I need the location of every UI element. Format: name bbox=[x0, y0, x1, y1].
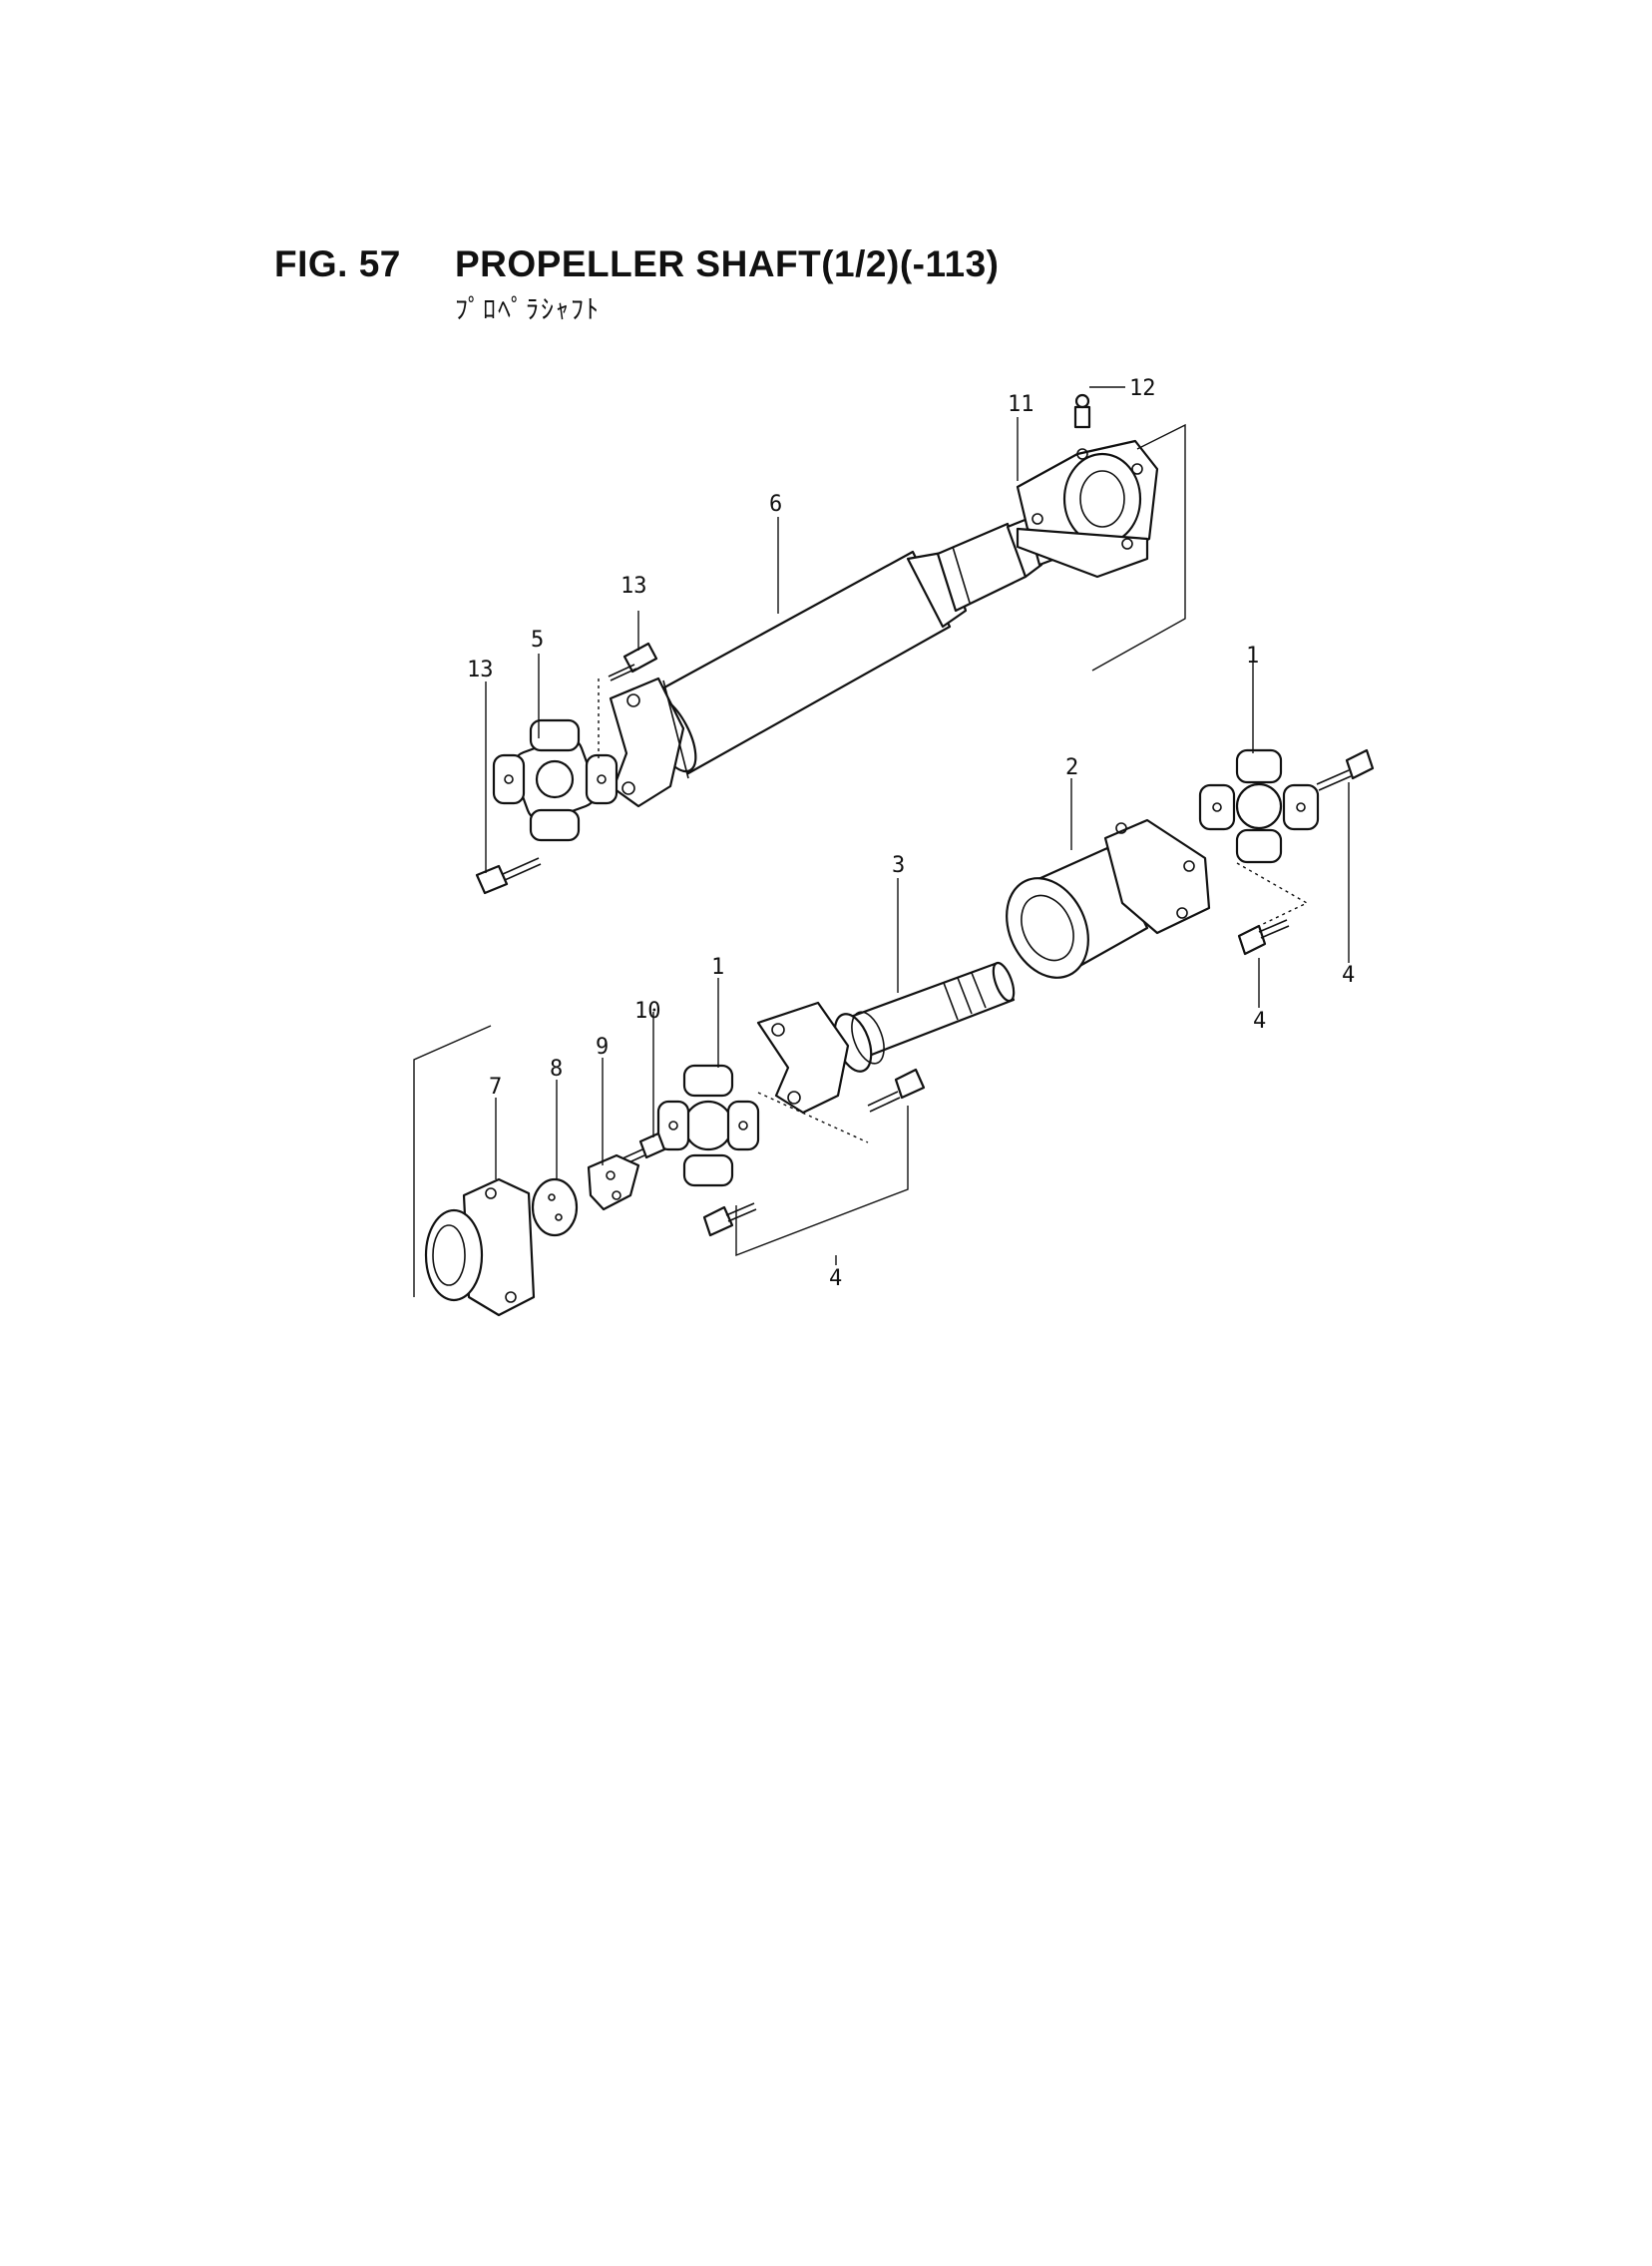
part-9-lock-plate bbox=[587, 1153, 640, 1211]
callout-9: 9 bbox=[596, 1035, 609, 1060]
callout-labels: 6 11 12 13 5 13 1 2 3 4 4 1 10 9 8 7 4 bbox=[467, 376, 1355, 1291]
part-5-universal-joint bbox=[492, 718, 619, 842]
part-13-bolt-left bbox=[475, 857, 542, 895]
callout-11: 11 bbox=[1008, 392, 1034, 417]
callout-12: 12 bbox=[1129, 376, 1156, 401]
bracket-upper-right bbox=[1091, 423, 1186, 672]
part-8-washer-plate bbox=[531, 1177, 579, 1237]
callout-6: 6 bbox=[769, 492, 782, 517]
part-13-bolt-upper bbox=[598, 642, 658, 758]
part-4-bolt-bottom-left bbox=[702, 1202, 757, 1237]
callout-13-left: 13 bbox=[467, 658, 494, 682]
part-12-grease-nipple bbox=[1073, 393, 1091, 429]
figure-header: FIG. 57 PROPELLER SHAFT(1/2)(-113) ﾌﾟﾛﾍﾟ… bbox=[0, 0, 1652, 359]
callout-1-upper: 1 bbox=[1246, 644, 1259, 669]
callout-7: 7 bbox=[489, 1075, 502, 1100]
part-11-center-bearing bbox=[1016, 439, 1159, 579]
callout-5: 5 bbox=[531, 628, 544, 653]
callout-3: 3 bbox=[892, 853, 905, 878]
figure-subtitle-japanese: ﾌﾟﾛﾍﾟﾗｼｬﾌﾄ bbox=[455, 295, 602, 325]
figure-number: FIG. 57 bbox=[274, 243, 401, 284]
part-3-splined-yoke-shaft bbox=[756, 961, 1016, 1115]
callout-10: 10 bbox=[634, 999, 661, 1024]
callout-13-upper: 13 bbox=[620, 574, 647, 599]
part-4-bolt-bottom-right bbox=[867, 1068, 926, 1113]
part-10-bolt bbox=[620, 1132, 666, 1166]
part-4-bolt-right-lower bbox=[1237, 919, 1290, 956]
callout-2: 2 bbox=[1065, 755, 1078, 780]
callout-4-bottom: 4 bbox=[829, 1266, 842, 1291]
leader-lines bbox=[485, 386, 1350, 1265]
bracket-left bbox=[413, 1025, 492, 1297]
part-2-slip-yoke bbox=[1006, 818, 1211, 979]
callout-4-right-lower: 4 bbox=[1253, 1009, 1266, 1034]
bracket-bottom-bolts bbox=[735, 1106, 909, 1257]
callout-8: 8 bbox=[550, 1057, 563, 1082]
callout-1-lower: 1 bbox=[711, 955, 724, 980]
part-7-companion-flange bbox=[424, 1177, 536, 1317]
part-1-universal-joint-lower bbox=[656, 1064, 760, 1187]
part-1-universal-joint-right bbox=[1198, 748, 1320, 864]
callout-4-right-upper: 4 bbox=[1342, 963, 1355, 988]
figure-title: PROPELLER SHAFT(1/2)(-113) bbox=[455, 243, 1000, 284]
bracket-right-bolts bbox=[1236, 862, 1309, 927]
dashed-guide-bottom bbox=[757, 1092, 869, 1143]
part-4-bolt-right-upper bbox=[1316, 748, 1375, 791]
